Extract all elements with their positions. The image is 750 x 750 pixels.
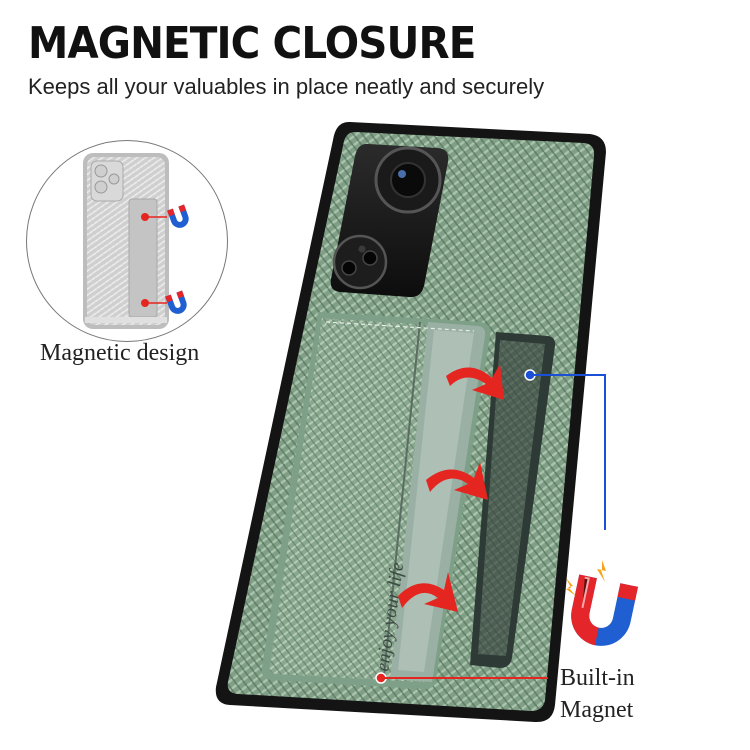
magnet-pointer-line: [524, 369, 606, 530]
inset-phone-case: [83, 153, 169, 329]
magnetic-design-inset: [26, 140, 228, 342]
magnet-icon: [571, 574, 638, 646]
inset-magnet-markers: [141, 213, 167, 307]
magnet-icon: [165, 290, 187, 314]
magnetic-design-caption: Magnetic design: [40, 340, 200, 366]
camera-lens-icon: [332, 234, 388, 290]
wallet-pointer-line: [375, 672, 548, 684]
subheadline: Keeps all your valuables in place neatly…: [28, 74, 545, 99]
headline: MAGNETIC CLOSURE: [28, 18, 476, 69]
card-holder-back-flap: [470, 332, 556, 668]
built-in-caption-line1: Built-in: [560, 665, 635, 691]
magnet-icon: [167, 204, 189, 228]
red-arrow-icon: [398, 364, 504, 612]
camera-module: [330, 143, 449, 298]
built-in-magnet-caption: Built-in Magnet: [560, 662, 635, 726]
built-in-caption-line2: Magnet: [560, 697, 634, 723]
magnet-spark-icon: [566, 560, 606, 596]
